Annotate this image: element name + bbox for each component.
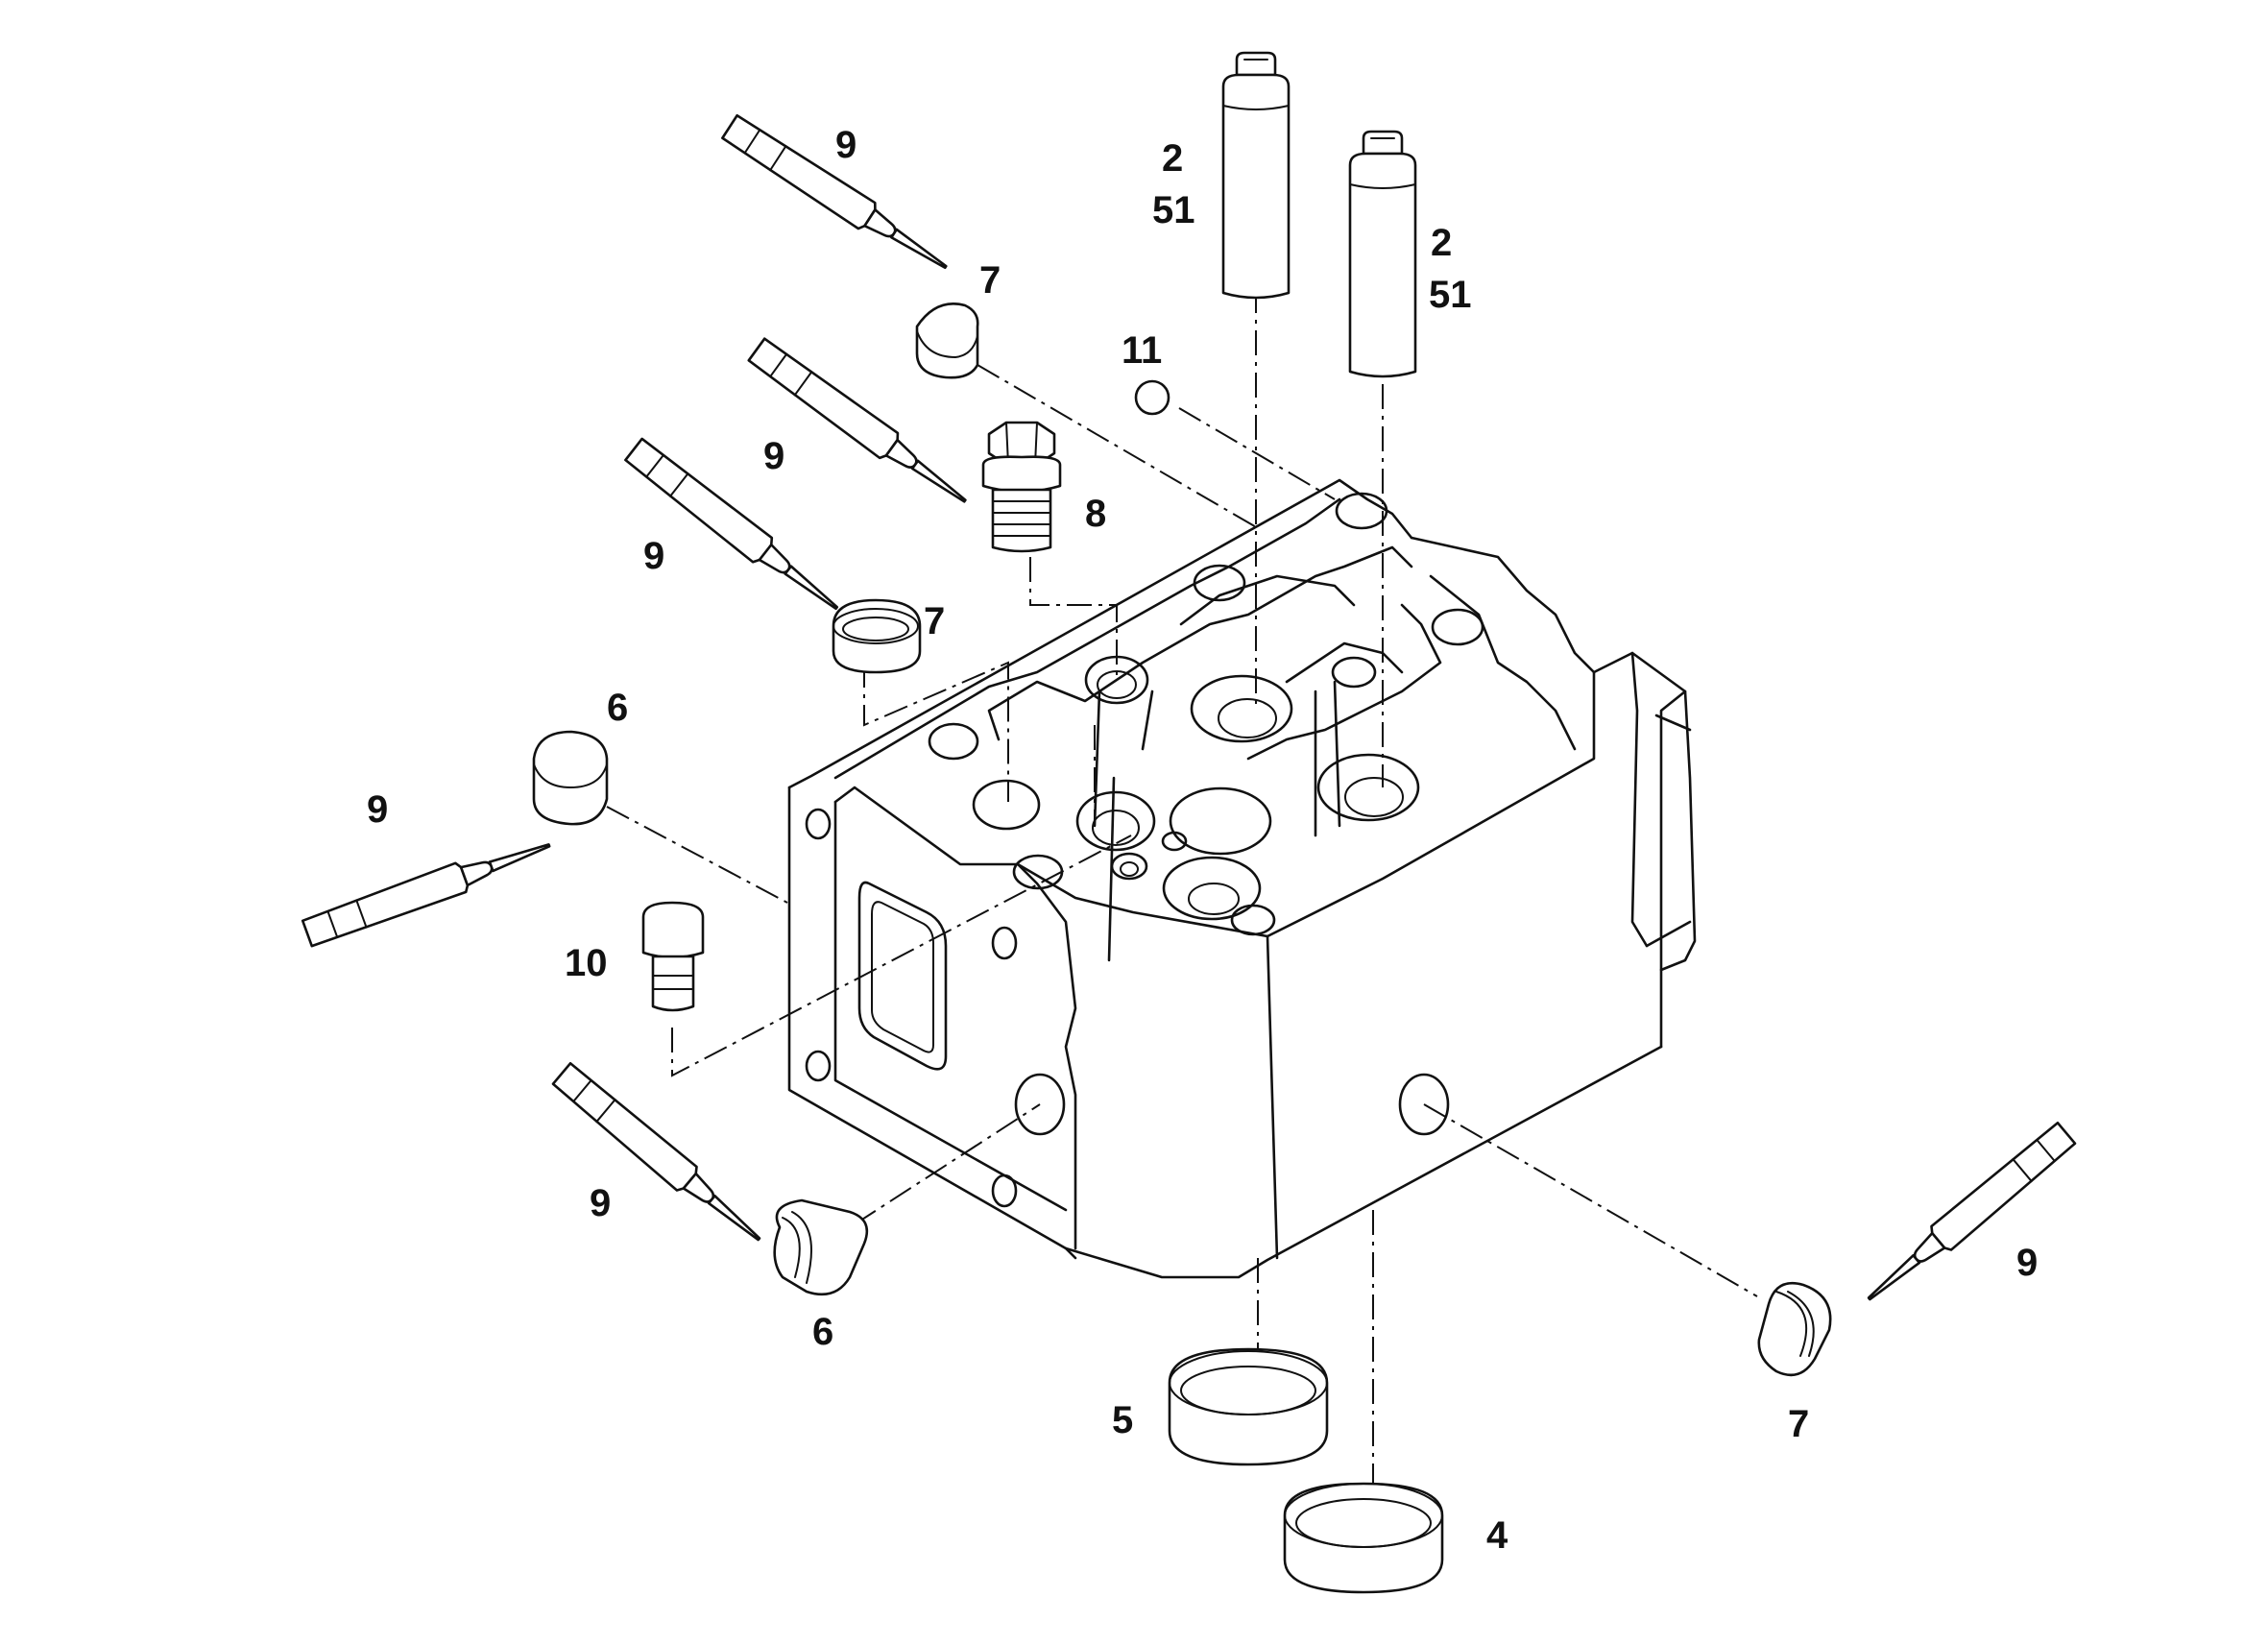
plug-bolt [981,421,1062,553]
expansion-plug-right [1757,1281,1832,1377]
sealant-tube-3 [622,436,848,621]
callout-9-b: 9 [763,435,784,477]
threaded-plug [641,901,705,1012]
callout-4: 4 [1486,1514,1508,1557]
callout-2-right: 2 [1431,222,1452,264]
sealant-tube-6 [1858,1120,2078,1312]
callout-10: 10 [565,942,608,984]
callout-9-a: 9 [835,124,857,166]
callout-9-d: 9 [367,788,388,831]
expansion-plug-top [915,302,979,379]
callout-9-f: 9 [2016,1242,2038,1284]
callout-7-c: 7 [1788,1403,1809,1445]
valve-seat-ring-4 [1283,1482,1444,1594]
sealant-tube-4 [301,830,556,950]
assembly-lines [606,288,1758,1527]
cup-plug-upper [532,730,609,826]
dowel-pin-left [1221,51,1291,300]
callouts: 2 51 2 51 9 7 11 9 8 9 7 6 9 10 9 6 5 4 … [367,124,2038,1557]
callout-9-c: 9 [643,535,664,577]
cup-plug-lower [773,1198,869,1296]
callout-2-left: 2 [1162,137,1183,180]
dowel-pin-right [1348,130,1417,378]
callout-8: 8 [1085,493,1106,535]
callout-11: 11 [1122,329,1162,372]
steel-ball [1134,379,1170,416]
callout-9-e: 9 [590,1182,611,1224]
valve-seat-ring-5 [1168,1347,1329,1466]
callout-7-a: 7 [979,259,1001,302]
callout-6-a: 6 [607,687,628,729]
callout-5: 5 [1112,1399,1133,1441]
callout-51-right: 51 [1429,274,1472,316]
sealant-tube-5 [550,1060,770,1252]
callout-7-b: 7 [924,600,945,642]
callout-51-left: 51 [1152,189,1195,231]
callout-6-b: 6 [812,1311,833,1353]
expansion-plug-middle [832,598,922,674]
cylinder-head [787,478,1697,1279]
